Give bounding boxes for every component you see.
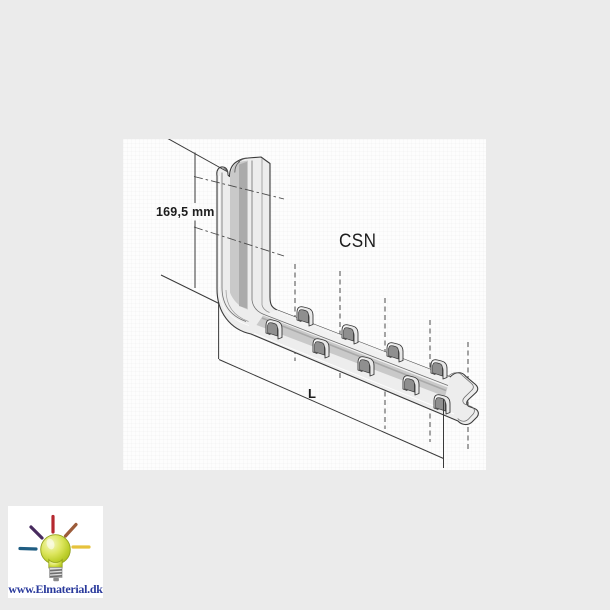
dimension-lines [160, 139, 444, 468]
height-dimension-label: 169,5 mm [156, 205, 215, 219]
bulb-base [49, 567, 63, 582]
product-code-label: CSN [339, 231, 377, 252]
elmaterial-logo: www.Elmaterial.dk [8, 506, 103, 598]
detail-lines [218, 157, 475, 422]
length-dimension-label: L [308, 386, 316, 401]
csn-bracket-drawing [160, 139, 479, 468]
light-bulb-icon [18, 514, 91, 582]
logo-url-text: www.Elmaterial.dk [8, 582, 103, 596]
bulb-rays [18, 514, 91, 551]
channel-centerlines [193, 176, 285, 257]
channel-interior [230, 160, 248, 310]
product-drawing-panel: 169,5 mm CSN L [123, 139, 486, 470]
